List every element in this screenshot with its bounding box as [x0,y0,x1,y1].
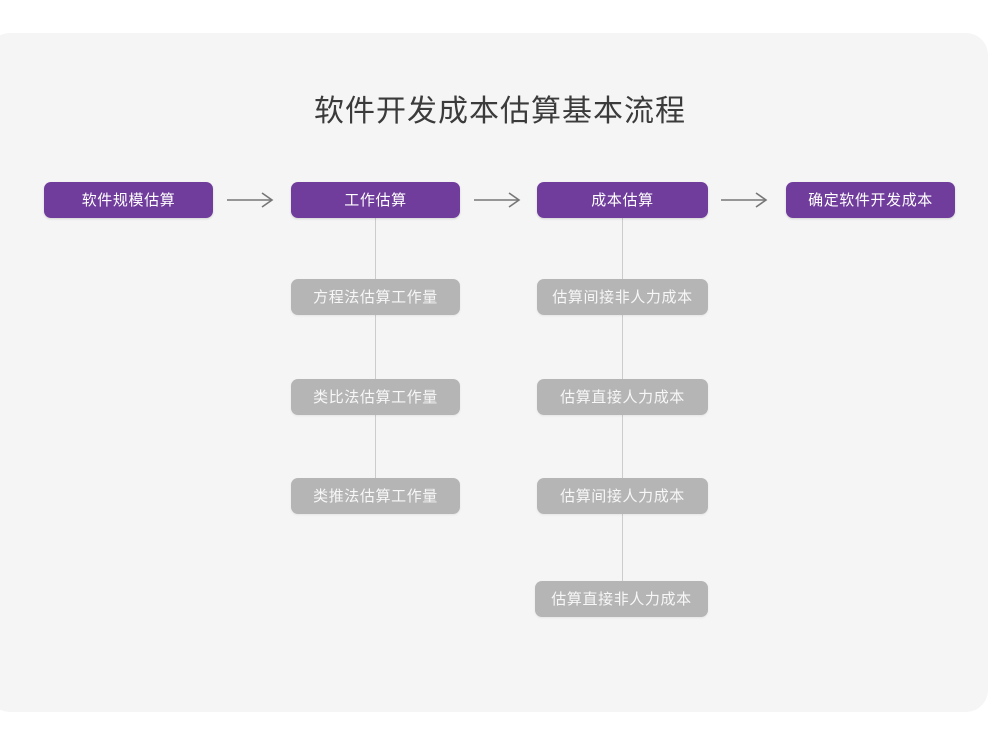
branch-node-indirect-non-labor-cost[interactable]: 估算间接非人力成本 [537,279,708,315]
diagram-card [0,33,988,712]
branch-node-analogy-method[interactable]: 类比法估算工作量 [291,379,460,415]
branch-node-equation-method[interactable]: 方程法估算工作量 [291,279,460,315]
right-arrow-icon [226,190,278,210]
branch-node-inference-method[interactable]: 类推法估算工作量 [291,478,460,514]
right-arrow-icon [473,190,525,210]
flow-step-determine-development-cost[interactable]: 确定软件开发成本 [786,182,955,218]
connector-line-column-1 [375,217,376,514]
branch-node-direct-non-labor-cost[interactable]: 估算直接非人力成本 [535,581,708,617]
flow-step-effort-estimation[interactable]: 工作估算 [291,182,460,218]
flow-step-software-scale-estimation[interactable]: 软件规模估算 [44,182,213,218]
connector-line-column-2 [622,217,623,617]
branch-node-direct-labor-cost[interactable]: 估算直接人力成本 [537,379,708,415]
branch-node-indirect-labor-cost[interactable]: 估算间接人力成本 [537,478,708,514]
right-arrow-icon [720,190,772,210]
page-title: 软件开发成本估算基本流程 [314,95,686,128]
flow-step-cost-estimation[interactable]: 成本估算 [537,182,708,218]
